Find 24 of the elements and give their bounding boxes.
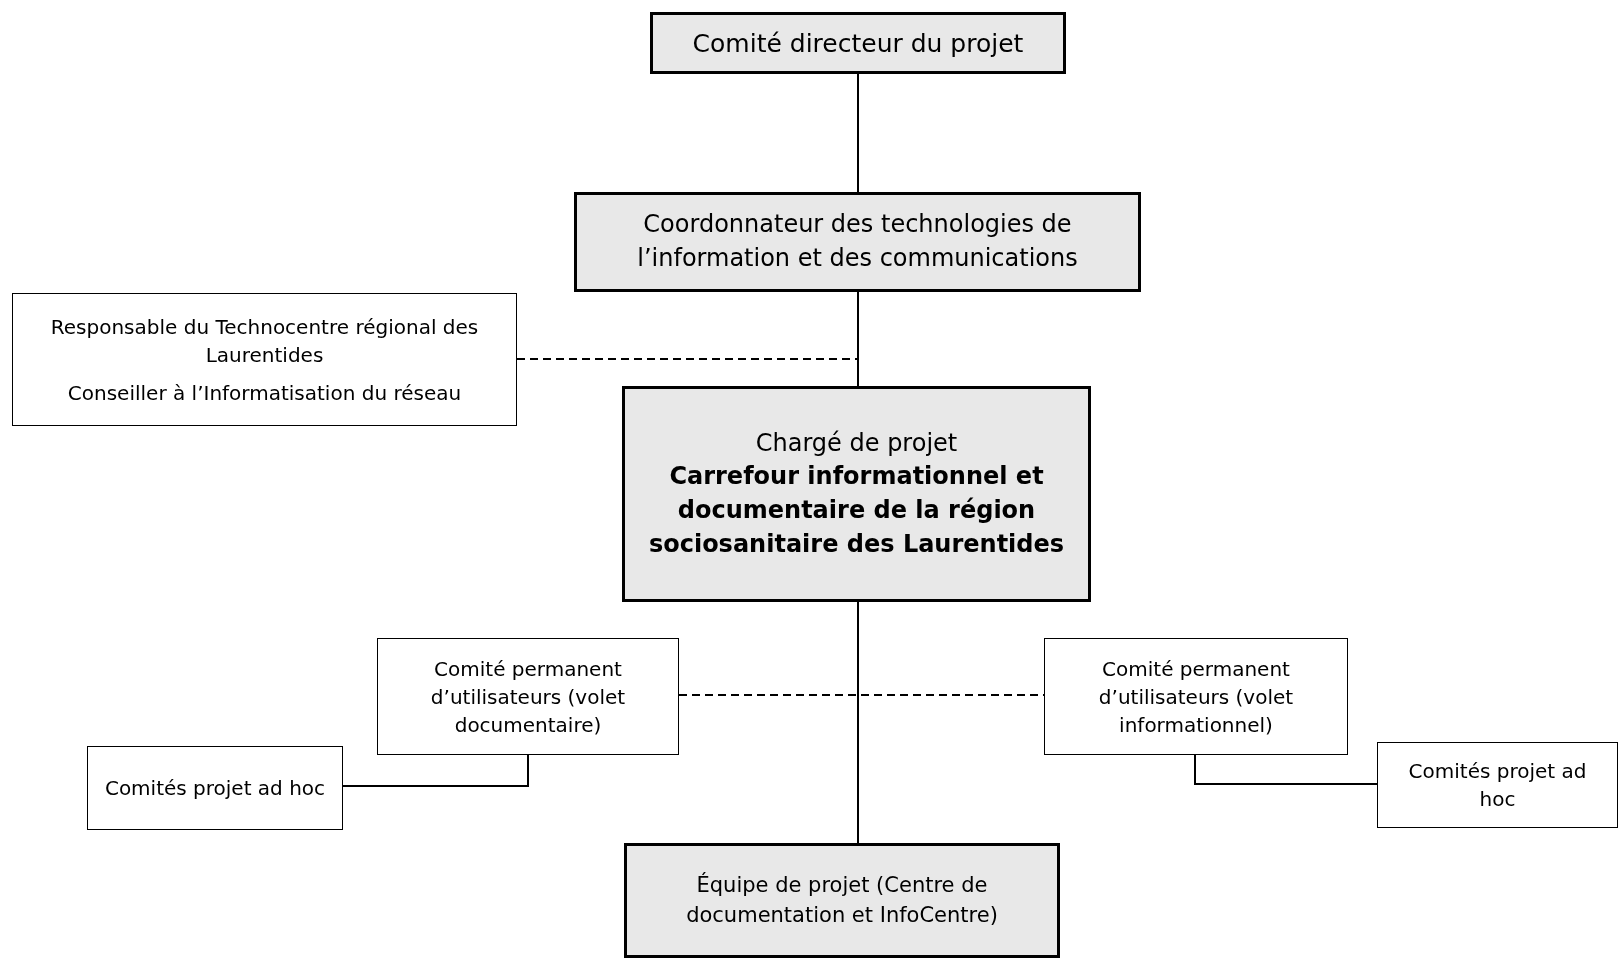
org-box xyxy=(377,638,679,755)
org-box xyxy=(87,746,343,830)
highlighted-box xyxy=(622,386,1091,602)
connector-line xyxy=(1194,754,1378,785)
connector-line xyxy=(857,601,859,844)
box-text: Carrefour informationnel et documentaire de la région sociosanitaire des Laurentides xyxy=(647,461,1066,560)
box-title: Responsable du Technocentre régional des Laurentides xyxy=(49,313,480,369)
box-title: Comités projet ad hoc xyxy=(1407,758,1588,813)
highlighted-box xyxy=(650,12,1066,74)
highlighted-box xyxy=(574,192,1141,292)
highlighted-box xyxy=(624,843,1060,958)
box-title: Équipe de projet (Centre de documentation et InfoCentre) xyxy=(685,871,999,929)
box-title: Coordonnateur des technologies de l’information et des communications xyxy=(636,209,1079,274)
box-text: Conseiller à l’Informatisation du réseau xyxy=(67,379,462,407)
org-box xyxy=(12,293,517,426)
box-title: Chargé de projet xyxy=(755,427,958,459)
box-title: Comité permanent d’utilisateurs (volet documentaire) xyxy=(429,655,627,739)
connector-line xyxy=(857,73,859,193)
box-title: Comité directeur du projet xyxy=(692,27,1024,60)
box-title: Comité permanent d’utilisateurs (volet informationnel) xyxy=(1097,655,1295,739)
org-box xyxy=(1377,742,1618,828)
box-title: Comités projet ad hoc xyxy=(104,775,326,802)
connector-line xyxy=(342,754,529,787)
org-box xyxy=(1044,638,1348,755)
